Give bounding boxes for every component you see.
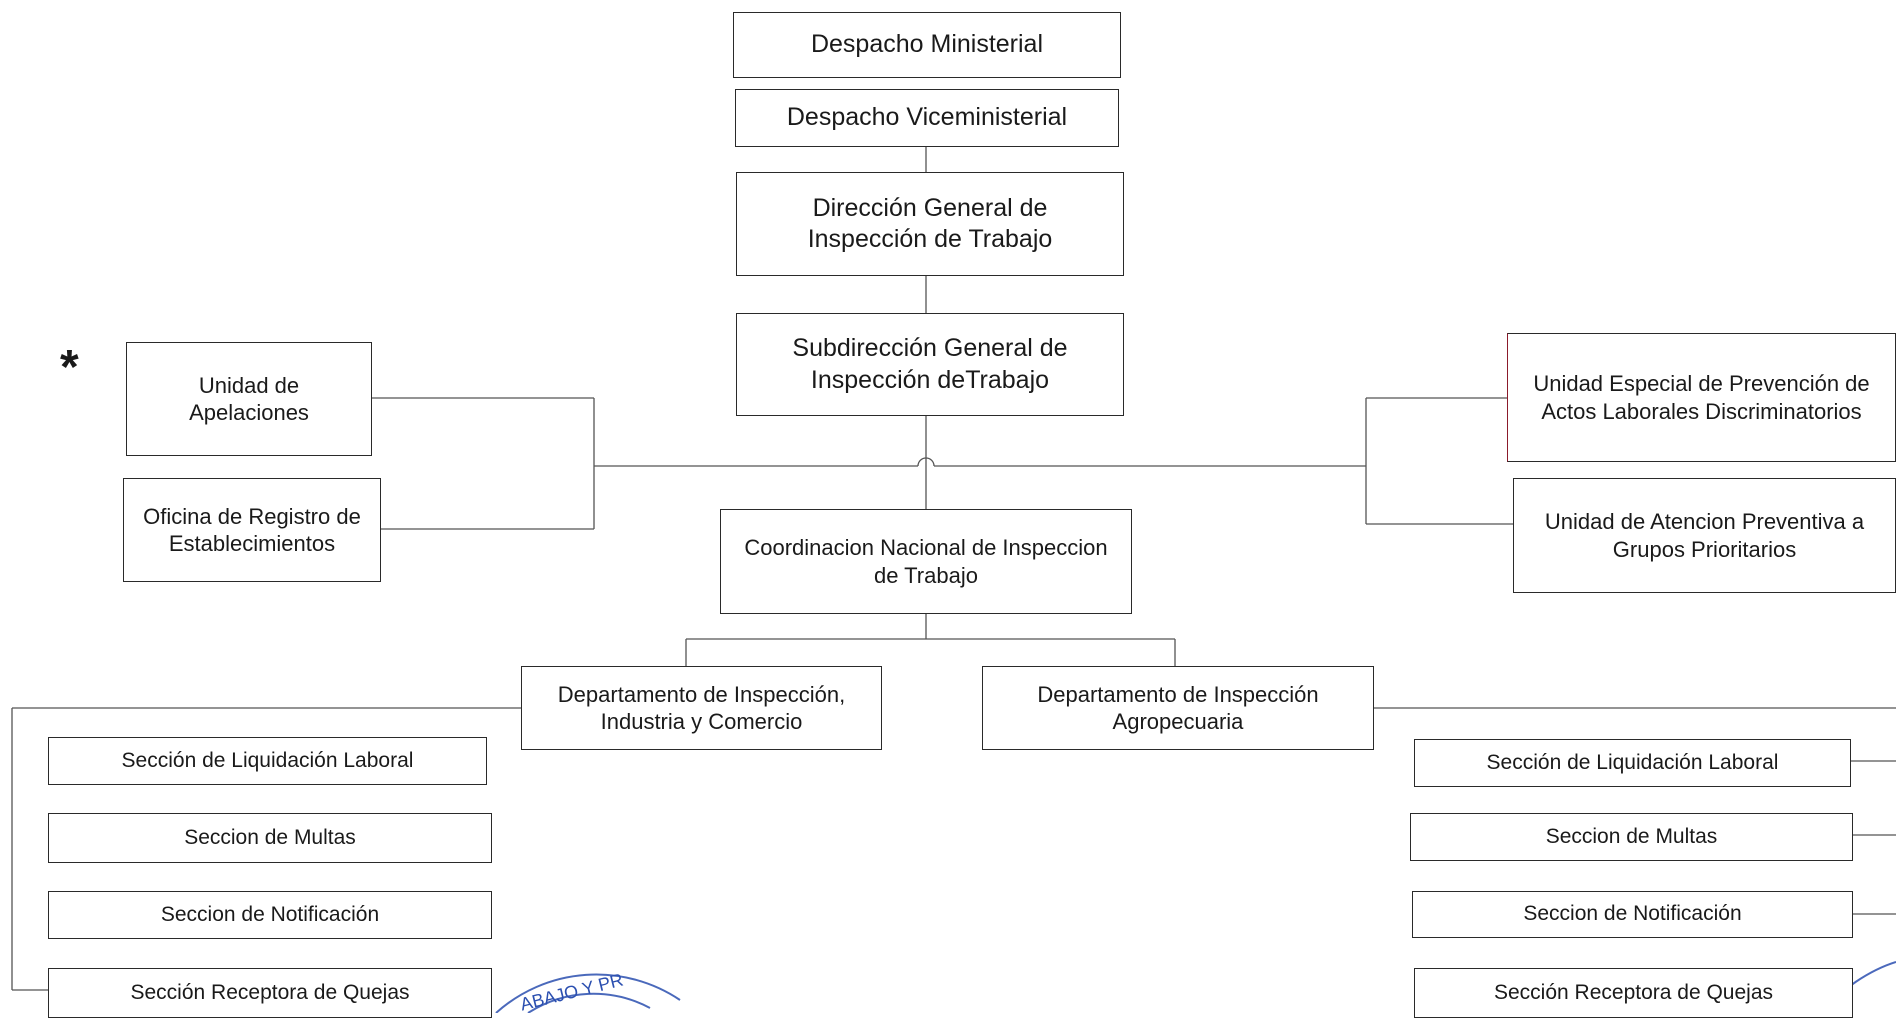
box-subdireccion-general: Subdirección General de Inspección deTra… [736, 313, 1124, 416]
box-right-seccion-receptora-quejas: Sección Receptora de Quejas [1414, 968, 1853, 1018]
connector-hop-arc [917, 457, 935, 467]
box-oficina-registro: Oficina de Registro de Establecimientos [123, 478, 381, 582]
box-right-seccion-multas: Seccion de Multas [1410, 813, 1853, 861]
box-despacho-viceministerial: Despacho Viceministerial [735, 89, 1119, 147]
box-despacho-ministerial: Despacho Ministerial [733, 12, 1121, 78]
asterisk-marker: * [60, 341, 79, 394]
box-unidad-atencion-preventiva: Unidad de Atencion Preventiva a Grupos P… [1513, 478, 1896, 593]
box-left-seccion-multas: Seccion de Multas [48, 813, 492, 863]
box-left-seccion-notificacion: Seccion de Notificación [48, 891, 492, 939]
box-direccion-general: Dirección General de Inspección de Traba… [736, 172, 1124, 276]
box-depto-agropecuaria: Departamento de Inspección Agropecuaria [982, 666, 1374, 750]
box-left-seccion-receptora-quejas: Sección Receptora de Quejas [48, 968, 492, 1018]
stamp-arc-left [495, 973, 681, 1013]
box-right-seccion-liquidacion: Sección de Liquidación Laboral [1414, 739, 1851, 787]
stamp-arc-left-inner [527, 992, 651, 1013]
box-coordinacion-nacional: Coordinacion Nacional de Inspeccion de T… [720, 509, 1132, 614]
box-unidad-especial-prevencion: Unidad Especial de Prevención de Actos L… [1507, 333, 1896, 462]
box-unidad-apelaciones: Unidad de Apelaciones [126, 342, 372, 456]
box-left-seccion-liquidacion: Sección de Liquidación Laboral [48, 737, 487, 785]
box-depto-industria-comercio: Departamento de Inspección, Industria y … [521, 666, 882, 750]
box-right-seccion-notificacion: Seccion de Notificación [1412, 891, 1853, 938]
